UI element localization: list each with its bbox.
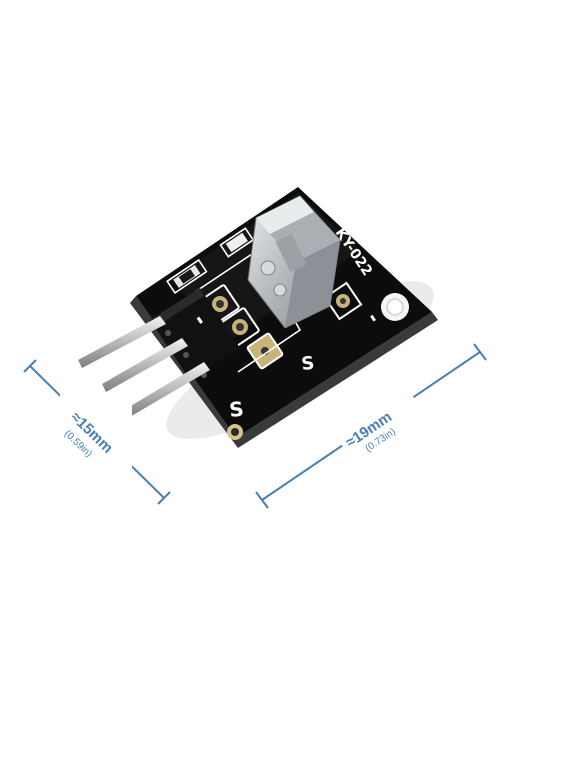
silk-label-s-mid: S [300,353,315,375]
pcb-edge [130,296,438,448]
receiver-pad-icon [323,281,363,321]
ir-receiver-module: - S S - KY-022 [78,187,438,448]
header-pins [78,316,210,418]
small-hole-icon [227,424,243,440]
mounting-hole-icon [381,293,409,321]
smd-led-icon [219,227,255,258]
dimension-height: ≈15mm (0.59in) [23,359,171,505]
ir-receiver-component [247,195,341,329]
smd-resistor-icon [166,258,208,294]
pin-header [150,288,240,380]
silk-label-s-left: S [228,397,245,422]
dimension-width: ≈19mm (0.73in) [255,343,487,509]
